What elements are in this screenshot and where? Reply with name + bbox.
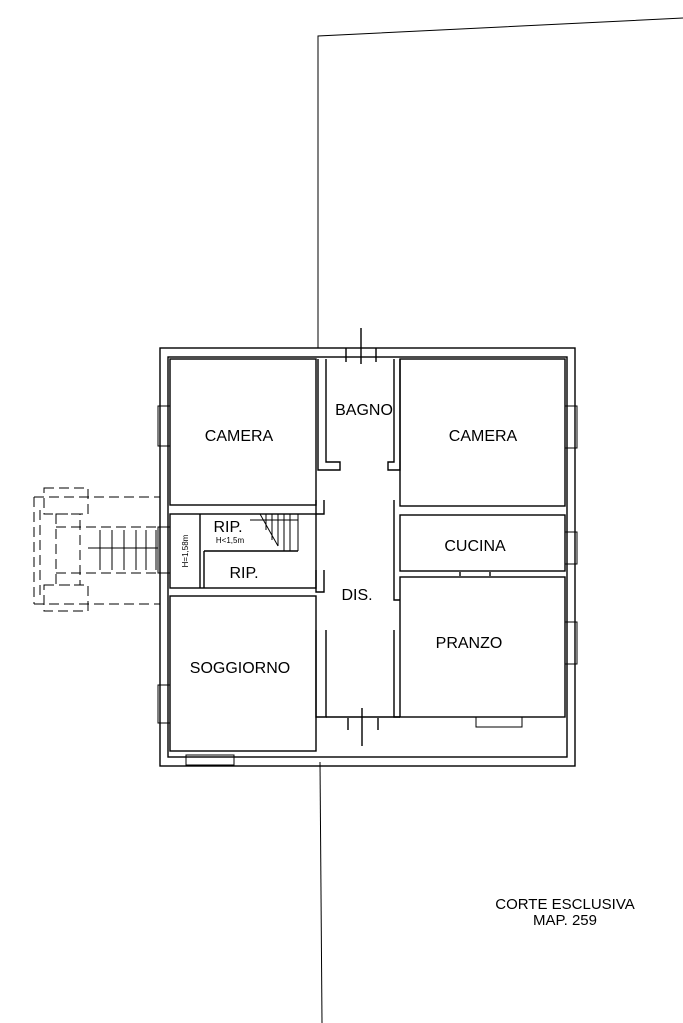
site-label-line1: CORTE ESCLUSIVA (495, 896, 634, 913)
room-label-cucina: CUCINA (444, 538, 506, 555)
external-stair-dashed (33, 487, 160, 612)
room-label-rip-upper-height: H<1,5m (216, 536, 245, 545)
staircase (250, 513, 299, 551)
site-label-line2: MAP. 259 (533, 912, 597, 929)
room-label-pranzo: PRANZO (436, 635, 503, 652)
exterior-walls (159, 347, 576, 767)
entrance-marks (345, 328, 379, 746)
room-label-soggiorno: SOGGIORNO (190, 660, 290, 677)
room-label-bagno: BAGNO (335, 402, 393, 419)
room-label-rip-upper: RIP. (213, 519, 242, 536)
room-label-camera-left: CAMERA (205, 428, 274, 445)
property-boundary (317, 17, 683, 1023)
room-label-stair-height: H=1,58m (181, 534, 190, 567)
room-label-rip-lower: RIP. (229, 565, 258, 582)
windows (157, 405, 578, 766)
room-label-dis: DIS. (341, 587, 372, 604)
room-label-camera-right: CAMERA (449, 428, 518, 445)
